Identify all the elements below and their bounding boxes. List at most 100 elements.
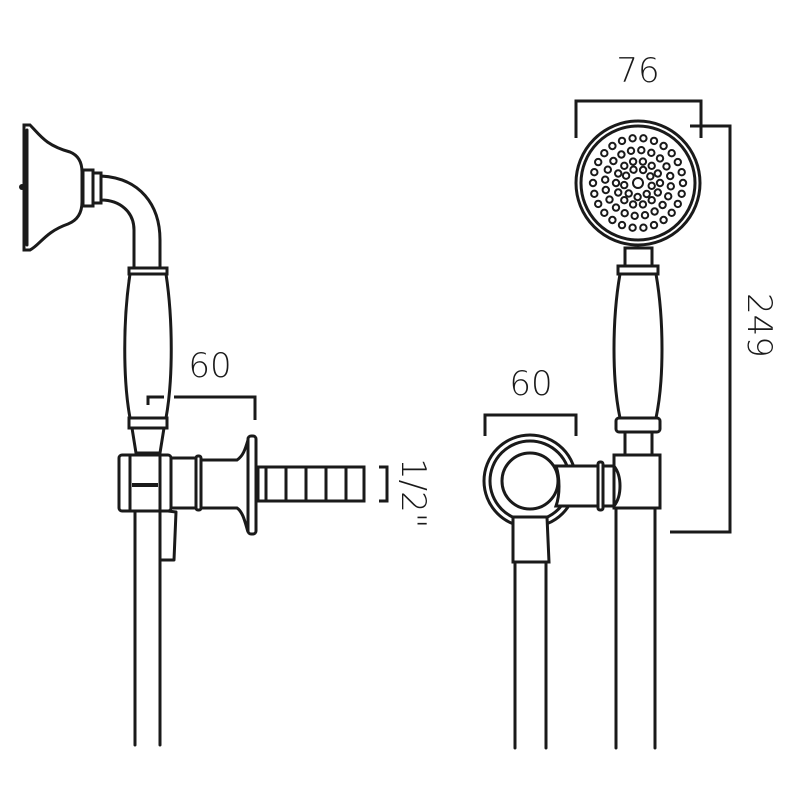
front-arm — [553, 464, 600, 508]
spray-hole — [588, 178, 598, 188]
spray-hole — [611, 203, 621, 212]
spray-holes — [588, 134, 688, 232]
spray-hole — [624, 189, 633, 198]
side-hose-clip — [158, 508, 178, 562]
front-hose-right — [614, 503, 657, 750]
spray-hole — [630, 211, 639, 221]
spray-hole — [601, 175, 610, 184]
side-head-button — [19, 184, 25, 190]
spray-hole — [658, 200, 667, 210]
side-hose — [133, 508, 162, 747]
spray-hole — [620, 196, 629, 205]
spray-hole — [646, 172, 655, 181]
spray-hole — [609, 156, 618, 166]
spray-hole — [608, 215, 617, 225]
side-handle-neck — [130, 426, 166, 455]
spray-hole — [640, 211, 650, 220]
front-view: 76 249 60 — [482, 51, 779, 750]
side-outlet-body — [199, 439, 250, 533]
spray-hole — [603, 165, 612, 174]
spray-hole — [673, 157, 682, 167]
side-wall-flange — [246, 434, 258, 536]
spray-hole — [638, 165, 648, 175]
spray-hole — [647, 161, 656, 171]
spray-hole — [628, 157, 638, 166]
spray-hole — [611, 178, 621, 188]
spray-hole — [590, 189, 599, 199]
spray-hole — [620, 180, 629, 190]
side-view: 1/2" 60 — [19, 123, 433, 747]
head-diameter-dimension-line — [574, 99, 703, 138]
spray-hole — [667, 149, 676, 158]
spray-hole — [647, 148, 656, 158]
spray-hole — [620, 209, 629, 218]
spray-hole — [628, 200, 638, 209]
front-outlet-dimension-line — [483, 413, 578, 436]
spray-hole — [626, 146, 636, 156]
front-outlet-down — [511, 515, 551, 564]
overall-height-label: 249 — [739, 293, 779, 358]
spray-hole — [617, 220, 627, 230]
spray-hole — [590, 168, 599, 177]
spray-hole — [628, 223, 637, 232]
side-thread — [256, 465, 366, 503]
spray-hole — [600, 149, 609, 158]
spray-hole — [633, 192, 642, 202]
spray-hole — [667, 208, 676, 218]
spray-hole — [666, 171, 675, 181]
spray-hole — [638, 157, 648, 166]
front-head-neck — [623, 246, 654, 268]
spray-hole — [642, 189, 651, 199]
spray-hole — [677, 168, 686, 177]
spray-hole — [678, 178, 688, 188]
side-projection-dimension-line — [146, 395, 257, 420]
spray-hole — [662, 162, 671, 171]
overall-height-dimension-line — [670, 124, 732, 534]
spray-hole — [629, 165, 638, 174]
spray-hole — [639, 223, 648, 232]
front-holder-curve — [612, 464, 622, 508]
head-diameter-label: 76 — [616, 51, 659, 91]
front-handle-bottom-collar — [614, 416, 662, 434]
front-hose-left — [513, 558, 548, 750]
side-projection-label: 60 — [188, 346, 231, 386]
thread-size-label: 1/2" — [393, 458, 433, 528]
spray-hole — [673, 199, 682, 209]
spray-hole — [594, 199, 603, 209]
spray-hole — [632, 177, 644, 189]
spray-hole — [639, 134, 648, 143]
spray-hole — [653, 169, 662, 178]
side-elbow — [99, 174, 162, 270]
front-handle-neck — [623, 430, 654, 457]
front-shower-head-rim — [579, 124, 697, 242]
spray-hole — [659, 141, 668, 151]
spray-hole — [677, 189, 686, 199]
spray-hole — [614, 169, 623, 178]
front-outlet-width-label: 60 — [509, 364, 552, 404]
front-outlet-elbow — [500, 451, 560, 511]
front-handle — [612, 272, 664, 420]
spray-hole — [617, 150, 626, 159]
side-shower-head — [22, 123, 84, 252]
spray-hole — [647, 181, 656, 191]
spray-hole — [608, 141, 617, 151]
spray-hole — [659, 215, 668, 225]
spray-hole — [600, 208, 609, 218]
spray-hole — [638, 200, 648, 209]
spray-hole — [647, 196, 656, 205]
side-arm — [169, 456, 200, 510]
spray-hole — [614, 188, 623, 197]
spray-hole — [655, 154, 665, 163]
spray-hole — [653, 188, 662, 197]
spray-hole — [666, 182, 675, 191]
spray-hole — [621, 171, 631, 180]
spray-hole — [628, 134, 637, 143]
spray-hole — [664, 192, 673, 201]
spray-hole — [605, 195, 614, 204]
spray-hole — [655, 178, 665, 188]
spray-hole — [649, 136, 659, 146]
spray-hole — [650, 207, 659, 216]
thread-dimension-bracket — [379, 465, 389, 503]
